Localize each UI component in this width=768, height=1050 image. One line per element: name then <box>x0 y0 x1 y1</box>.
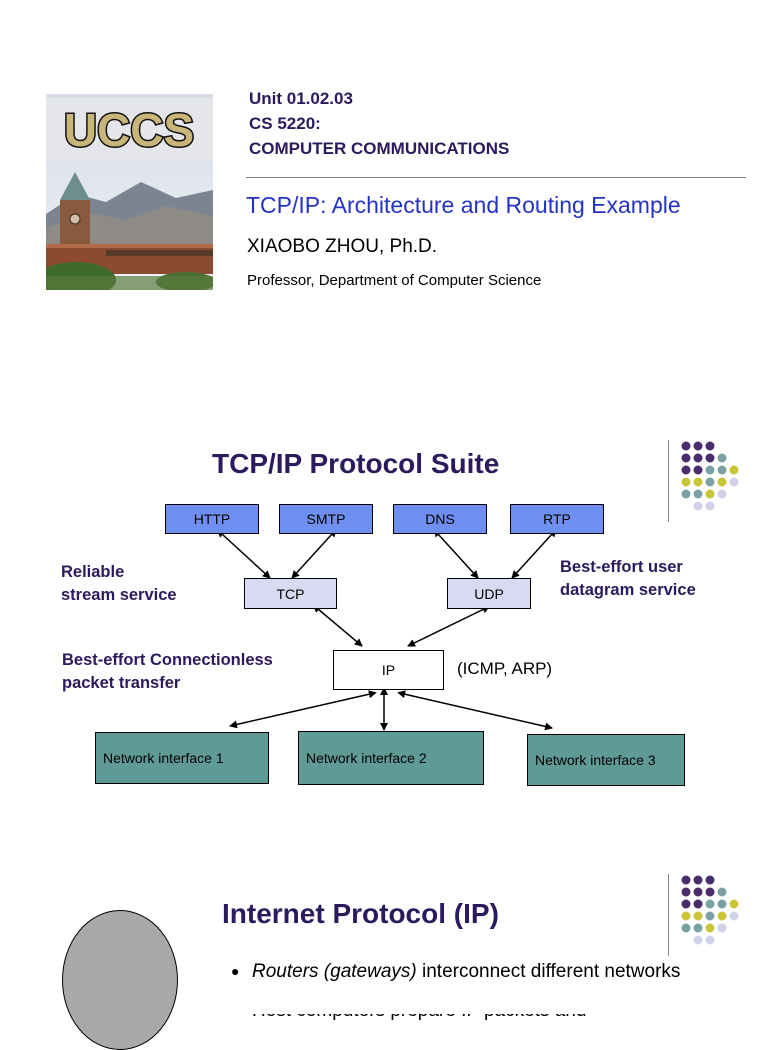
protocol-arrows <box>216 528 557 731</box>
best-effort-user-line-2: datagram service <box>560 581 696 599</box>
rtp-box: RTP <box>510 504 604 534</box>
ip-box: IP <box>333 650 444 690</box>
bullet-routers: Routers (gateways) interconnect differen… <box>252 959 682 985</box>
connectionless-line-2: packet transfer <box>62 674 181 692</box>
http-box: HTTP <box>165 504 259 534</box>
course-code: CS 5220: <box>249 114 321 133</box>
smtp-box: SMTP <box>279 504 373 534</box>
slide3-deco-line <box>668 874 669 956</box>
uccs-campus-logo: UCCS <box>46 94 213 290</box>
course-name: COMPUTER COMMUNICATIONS <box>249 139 510 158</box>
reliable-line-1: Reliable <box>61 563 125 581</box>
best-effort-user-line-1: Best-effort user <box>560 558 683 576</box>
network-interface-1: Network interface 1 <box>95 732 269 784</box>
routers-description: interconnect different networks <box>416 961 681 982</box>
connectionless-line-1: Best-effort Connectionless <box>62 651 273 669</box>
network-interface-2: Network interface 2 <box>298 731 484 785</box>
best-effort-user-label: Best-effort user datagram service <box>560 556 696 602</box>
campus-image: UCCS <box>46 94 213 290</box>
connectionless-label: Best-effort Connectionless packet transf… <box>62 649 273 695</box>
lecture-title: TCP/IP: Architecture and Routing Example <box>246 192 681 218</box>
decorative-circle <box>62 910 178 1050</box>
author-affiliation: Professor, Department of Computer Scienc… <box>247 272 542 289</box>
tcp-box: TCP <box>244 578 337 609</box>
reliable-stream-label: Reliable stream service <box>61 561 177 607</box>
unit-number: Unit 01.02.03 <box>249 89 353 108</box>
dns-box: DNS <box>393 504 487 534</box>
network-interface-3: Network interface 3 <box>527 734 685 786</box>
author-name: XIAOBO ZHOU, Ph.D. <box>247 236 438 257</box>
reliable-line-2: stream service <box>61 586 177 604</box>
header-divider <box>246 177 746 178</box>
slide2-dot-grid <box>681 441 739 511</box>
next-bullet-text: Host computers prepare IP packets and <box>252 1014 672 1022</box>
logo-text: UCCS <box>64 104 194 156</box>
slide3-dot-grid <box>681 875 739 945</box>
course-header: Unit 01.02.03 CS 5220: COMPUTER COMMUNIC… <box>249 86 509 161</box>
slide2-title: TCP/IP Protocol Suite <box>212 448 500 479</box>
icmp-arp-label: (ICMP, ARP) <box>457 659 553 678</box>
routers-term: Routers (gateways) <box>252 961 417 982</box>
slide3-title: Internet Protocol (IP) <box>222 898 499 929</box>
next-bullet-partial: Host computers prepare IP packets and <box>252 1014 672 1024</box>
slide2-deco-line <box>668 440 669 522</box>
bullet-icon: ● <box>231 963 240 979</box>
udp-box: UDP <box>447 578 531 609</box>
